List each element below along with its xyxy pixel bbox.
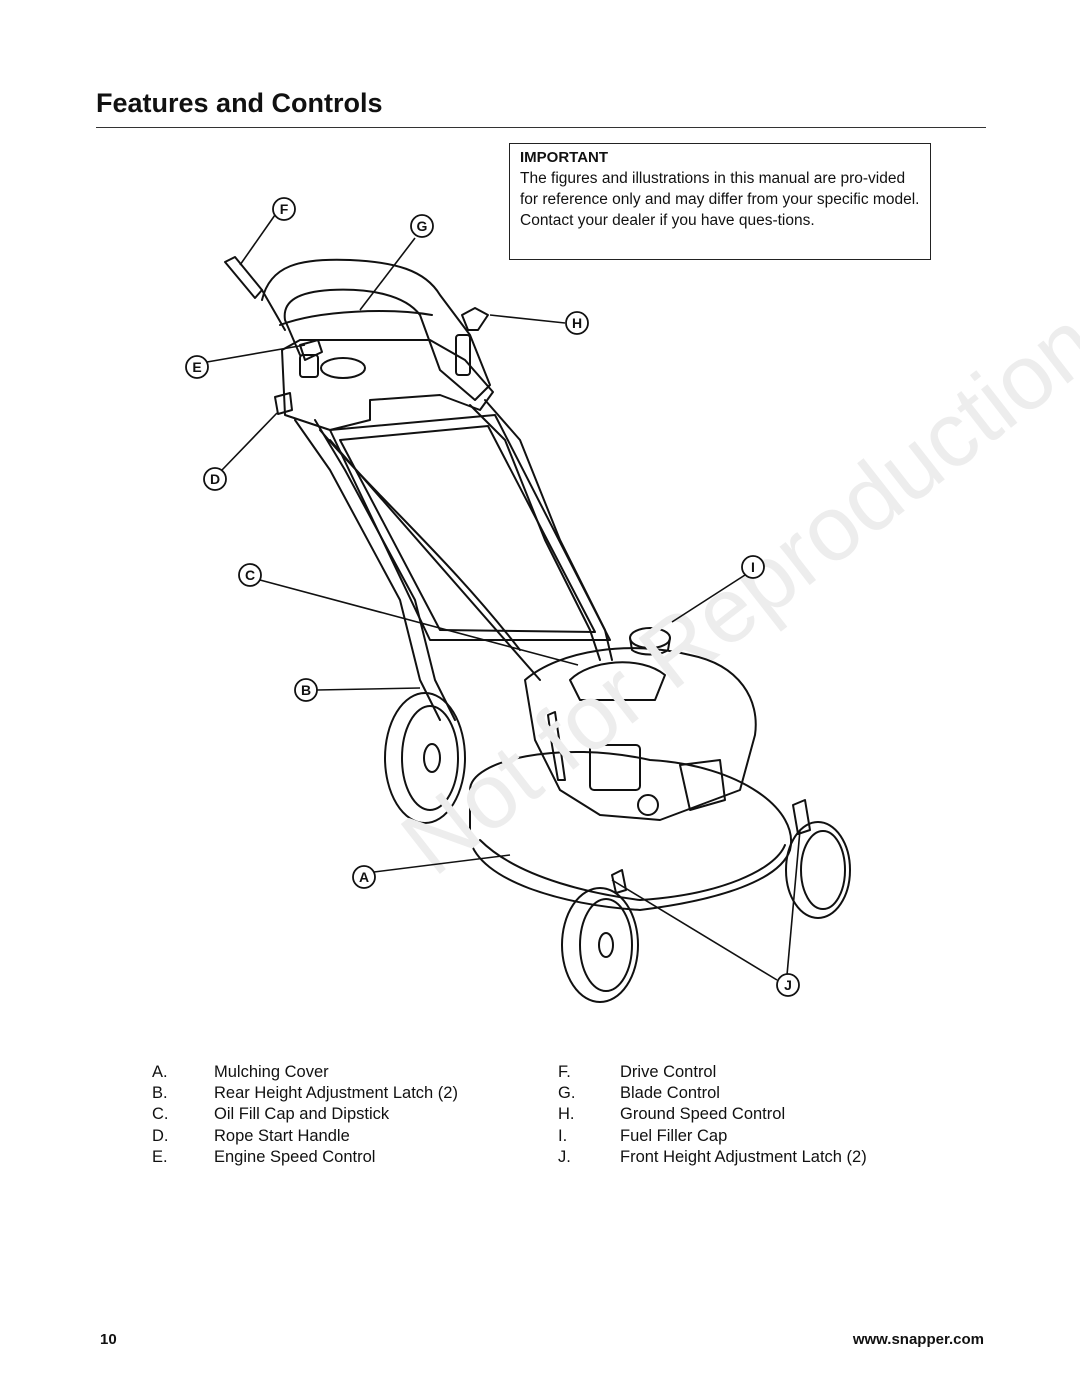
callout-d: D [210,471,220,487]
legend-label: Blade Control [620,1084,720,1103]
callout-f: F [280,201,289,217]
legend-item: B. Rear Height Adjustment Latch (2) [152,1083,458,1104]
front-right-wheel [785,821,851,919]
legend-item: H. Ground Speed Control [558,1104,867,1125]
legend-key: G. [558,1084,576,1103]
handle-bar [261,258,491,401]
legend-item: F. Drive Control [558,1062,867,1083]
callout-i: I [751,559,755,575]
leader-a [365,854,511,874]
website-link[interactable]: www.snapper.com [852,1331,984,1348]
callout-e: E [192,359,201,375]
leader-b [316,687,421,691]
legend-label: Rope Start Handle [214,1126,350,1145]
legend-item: J. Front Height Adjustment Latch (2) [558,1147,867,1168]
leader-c [259,579,579,666]
legend-label: Mulching Cover [214,1063,329,1081]
legend-item: A. Mulching Cover [152,1062,458,1083]
drive-control-lever [224,256,263,299]
page-title: Features and Controls [96,88,383,118]
callout-b: B [301,682,311,698]
rope-start-handle [274,392,293,415]
legend-item: D. Rope Start Handle [152,1126,458,1147]
front-left-wheel [561,887,639,1003]
legend-item: C. Oil Fill Cap and Dipstick [152,1104,458,1125]
leader-i [671,574,746,623]
legend-key: B. [152,1084,168,1103]
title-rule [96,127,986,128]
important-notice-box: IMPORTANT The figures and illustrations … [509,143,931,260]
front-latch [792,799,811,835]
legend-label: Oil Fill Cap and Dipstick [214,1105,390,1124]
important-heading: IMPORTANT [520,149,609,166]
legend-right: F. Drive Control G. Blade Control H. Ground… [558,1062,867,1168]
page-number: 10 [100,1331,117,1348]
blade-control-bail [279,310,433,326]
legend-label: Front Height Adjustment Latch (2) [620,1147,867,1166]
rear-wheel [384,692,466,824]
leader-e [206,344,306,363]
callout-h: H [572,315,582,331]
bag-frame [329,414,611,641]
engine-block [524,647,757,821]
leader-d [221,412,278,471]
legend-label: Fuel Filler Cap [620,1126,728,1145]
legend-key: J. [558,1147,571,1166]
legend-item: G. Blade Control [558,1083,867,1104]
control-console [281,339,494,431]
legend-key: E. [152,1147,168,1166]
legend-label: Drive Control [620,1063,717,1081]
important-text: The figures and illustrations in this ma… [520,170,920,229]
legend-left: A. Mulching Cover B. Rear Height Adjustmen… [152,1062,458,1168]
callout-g: G [417,218,428,234]
legend-key: D. [152,1126,169,1145]
legend-item: I. Fuel Filler Cap [558,1126,867,1147]
leader-j1 [611,879,778,981]
legend-label: Engine Speed Control [214,1147,376,1166]
callout-a: A [359,869,369,885]
legend-key: I. [558,1126,568,1145]
leader-f [239,214,276,266]
console-cupholder [320,357,366,379]
legend-key: A. [152,1063,168,1081]
callout-c: C [245,567,255,583]
leader-h [489,314,566,324]
oil-dipstick [547,711,566,781]
legend-label: Rear Height Adjustment Latch (2) [214,1084,458,1103]
legend-item: E. Engine Speed Control [152,1147,458,1168]
legend-label: Ground Speed Control [620,1105,786,1124]
leader-g [359,237,416,311]
callout-j: J [784,977,792,993]
legend-key: F. [558,1063,571,1081]
mower-deck [469,750,793,911]
leader-j2 [786,829,801,976]
ground-speed-knob [461,307,489,331]
legend-key: H. [558,1105,575,1124]
legend-key: C. [152,1105,169,1124]
